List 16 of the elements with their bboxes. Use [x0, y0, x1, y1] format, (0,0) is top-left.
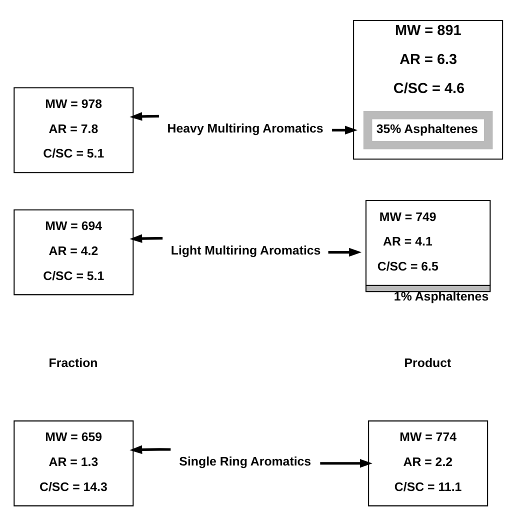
arrow: [328, 248, 362, 257]
arrow: [130, 112, 159, 121]
node-text: Heavy Multiring Aromatics: [167, 121, 324, 136]
node-box: 35% Asphaltenes: [363, 111, 493, 150]
node-box: MW = 659 AR = 1.3 C/SC = 14.3: [14, 420, 134, 506]
node-box: MW = 694 AR = 4.2 C/SC = 5.1: [14, 209, 134, 296]
label: Fraction: [48, 356, 98, 370]
node-box: MW = 774 AR = 2.2 C/SC = 11.1: [368, 420, 488, 506]
node-text: Light Multiring Aromatics: [170, 243, 321, 258]
label: Product: [404, 356, 452, 370]
node-box: MW = 978 AR = 7.8 C/SC = 5.1: [14, 87, 134, 174]
arrow: [320, 459, 372, 468]
arrow: [332, 126, 358, 135]
arrow: [130, 234, 163, 243]
arrow: [130, 445, 171, 454]
node-text: Single Ring Aromatics: [179, 454, 312, 469]
